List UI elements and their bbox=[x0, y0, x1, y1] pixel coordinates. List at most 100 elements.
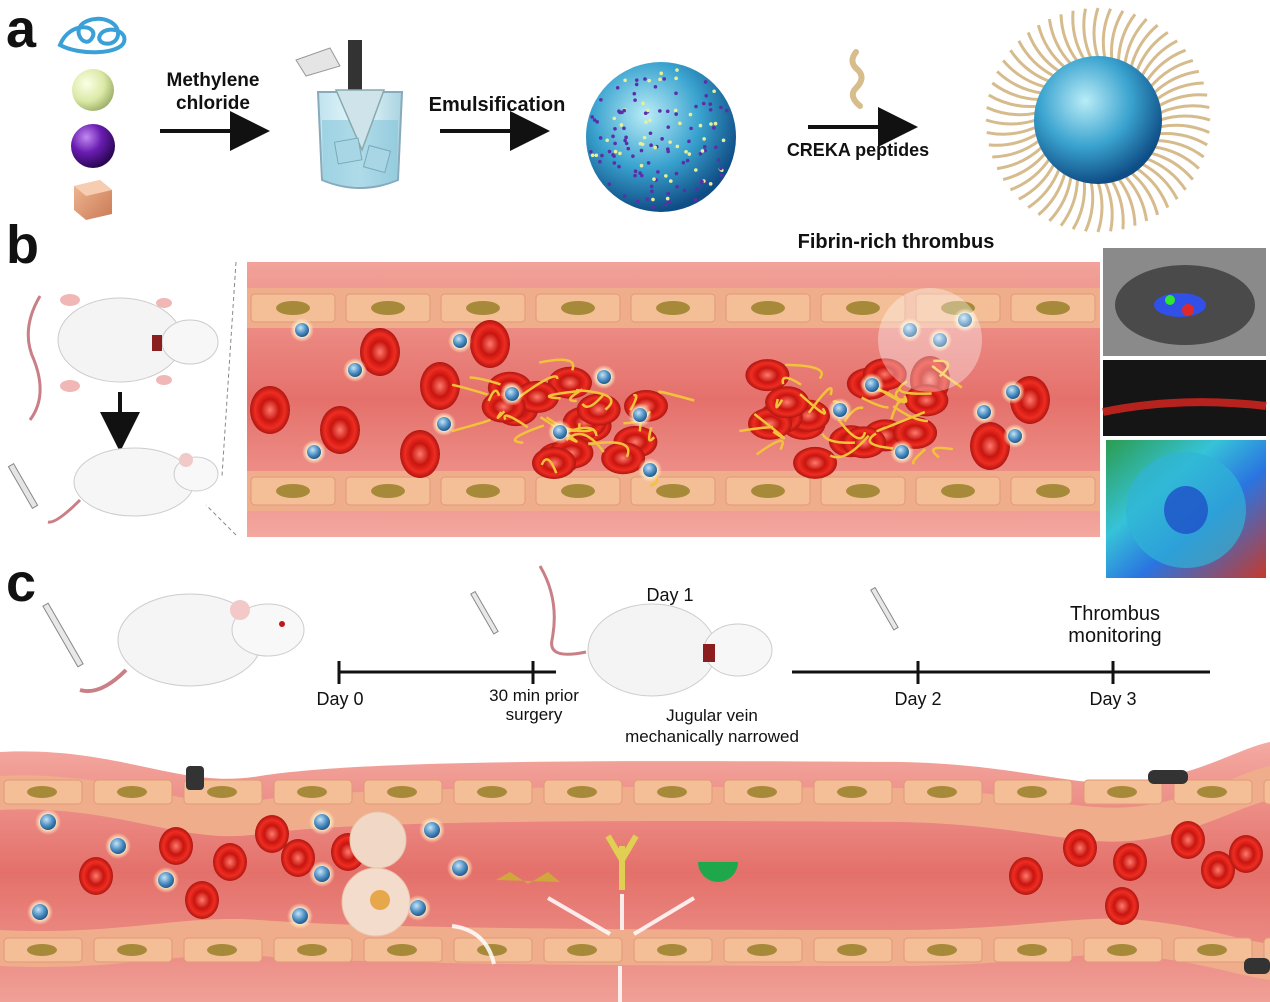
step3-label: CREKA peptides bbox=[786, 140, 930, 160]
beaker-icon bbox=[295, 40, 404, 189]
syringe-icon-1 bbox=[470, 590, 499, 635]
imaging-ultrasound bbox=[1102, 360, 1267, 436]
nanoparticle bbox=[32, 904, 48, 920]
timeline bbox=[337, 661, 1210, 684]
fibrin-strand bbox=[932, 446, 954, 459]
mouse-side-icon bbox=[7, 447, 219, 524]
fibrin-strand bbox=[547, 389, 579, 400]
fibrin-strand bbox=[658, 390, 695, 402]
nanoparticle bbox=[633, 408, 647, 422]
nanoparticle bbox=[410, 900, 426, 916]
crystal-cube-icon bbox=[74, 180, 112, 220]
vessel-c bbox=[0, 742, 1270, 1002]
fibrin-strand bbox=[898, 380, 932, 395]
rbc bbox=[159, 827, 193, 865]
protein-fragment-icon bbox=[496, 872, 560, 884]
fibrin-strand bbox=[588, 441, 630, 458]
nanoparticle bbox=[1008, 429, 1022, 443]
fibrin-strand bbox=[451, 418, 492, 433]
rat-icon bbox=[42, 593, 305, 693]
step2-label: Emulsification bbox=[428, 94, 566, 116]
rbc bbox=[420, 362, 460, 410]
monitor-line2: monitoring bbox=[1068, 625, 1162, 647]
clot-rbc bbox=[576, 393, 621, 426]
rbc bbox=[1229, 835, 1263, 873]
tick-30min-line2: surgery bbox=[505, 705, 563, 724]
fibrin-strand bbox=[753, 413, 786, 440]
syringe-icon-2 bbox=[870, 586, 899, 631]
tick-day2: Day 2 bbox=[894, 689, 942, 709]
rbc bbox=[1105, 887, 1139, 925]
fibrin-strand bbox=[781, 376, 802, 386]
rbc bbox=[1201, 851, 1235, 889]
nanoparticle bbox=[314, 814, 330, 830]
antibody-icon bbox=[605, 834, 639, 890]
fibrin-strand bbox=[911, 448, 927, 465]
day1-label: Day 1 bbox=[646, 585, 694, 605]
nanoparticle bbox=[833, 403, 847, 417]
fibrin-strand bbox=[799, 393, 827, 415]
rbc bbox=[79, 857, 113, 895]
fibrin-strand bbox=[861, 396, 889, 409]
rbc bbox=[255, 815, 289, 853]
panel-letter-c: c bbox=[6, 553, 37, 613]
fibrin-strand bbox=[513, 424, 545, 445]
fibrin-strand bbox=[539, 416, 578, 443]
nanoparticle bbox=[110, 838, 126, 854]
vein-line2: mechanically narrowed bbox=[625, 727, 799, 746]
vessel-b bbox=[247, 262, 1100, 537]
step1-label-line2: chloride bbox=[176, 93, 250, 114]
nanoparticle bbox=[452, 860, 468, 876]
zoom-line-top bbox=[221, 261, 237, 477]
rbc bbox=[281, 839, 315, 877]
nanoparticle bbox=[597, 370, 611, 384]
clot-rbc bbox=[515, 380, 560, 413]
panel-letter-a: a bbox=[6, 0, 37, 59]
zoom-line-bottom bbox=[205, 504, 237, 536]
rbc bbox=[213, 843, 247, 881]
clot-rbc bbox=[745, 359, 790, 392]
imaging-mri bbox=[1106, 440, 1266, 578]
nanoparticle bbox=[295, 323, 309, 337]
fibrin-strand bbox=[868, 432, 894, 450]
nanoparticle bbox=[553, 425, 567, 439]
nanoparticle bbox=[933, 333, 947, 347]
vein-line1: Jugular vein bbox=[666, 706, 758, 725]
rbc bbox=[470, 320, 510, 368]
enzyme-icon bbox=[698, 862, 738, 882]
thrombus-title: Fibrin-rich thrombus bbox=[797, 231, 995, 253]
nanoparticle bbox=[977, 405, 991, 419]
nanoparticle bbox=[158, 872, 174, 888]
nanoparticle bbox=[865, 378, 879, 392]
rbc bbox=[1171, 821, 1205, 859]
creka-peptide-icon bbox=[849, 49, 865, 109]
rbc bbox=[360, 328, 400, 376]
fibrin-strand bbox=[775, 398, 784, 409]
fibrin-strand bbox=[576, 388, 613, 411]
rbc bbox=[1063, 829, 1097, 867]
fibrin-strand bbox=[892, 405, 928, 423]
tick-30min-line1: 30 min prior bbox=[489, 686, 579, 705]
fibrin-strand bbox=[496, 410, 506, 420]
nanoparticle bbox=[453, 334, 467, 348]
clot-rbc bbox=[531, 446, 576, 479]
nanoparticle bbox=[437, 417, 451, 431]
fibrin-strand bbox=[647, 426, 656, 442]
zoom-circle bbox=[878, 288, 982, 392]
rbc bbox=[400, 430, 440, 478]
tick-day3: Day 3 bbox=[1089, 689, 1137, 709]
rbc bbox=[970, 422, 1010, 470]
clot-rbc bbox=[601, 442, 646, 475]
step1-label-line1: Methylene bbox=[166, 70, 260, 91]
nanoparticle bbox=[958, 313, 972, 327]
rbc bbox=[185, 881, 219, 919]
rbc bbox=[250, 386, 290, 434]
lipid-sphere-icon bbox=[72, 69, 114, 111]
creka-nanoparticle-icon bbox=[985, 7, 1211, 233]
fibrin-strand bbox=[931, 365, 963, 389]
nanoparticle bbox=[307, 445, 321, 459]
imaging-photoacoustic bbox=[1103, 248, 1266, 356]
rbc bbox=[320, 406, 360, 454]
nanoparticle-core-icon bbox=[586, 62, 736, 212]
